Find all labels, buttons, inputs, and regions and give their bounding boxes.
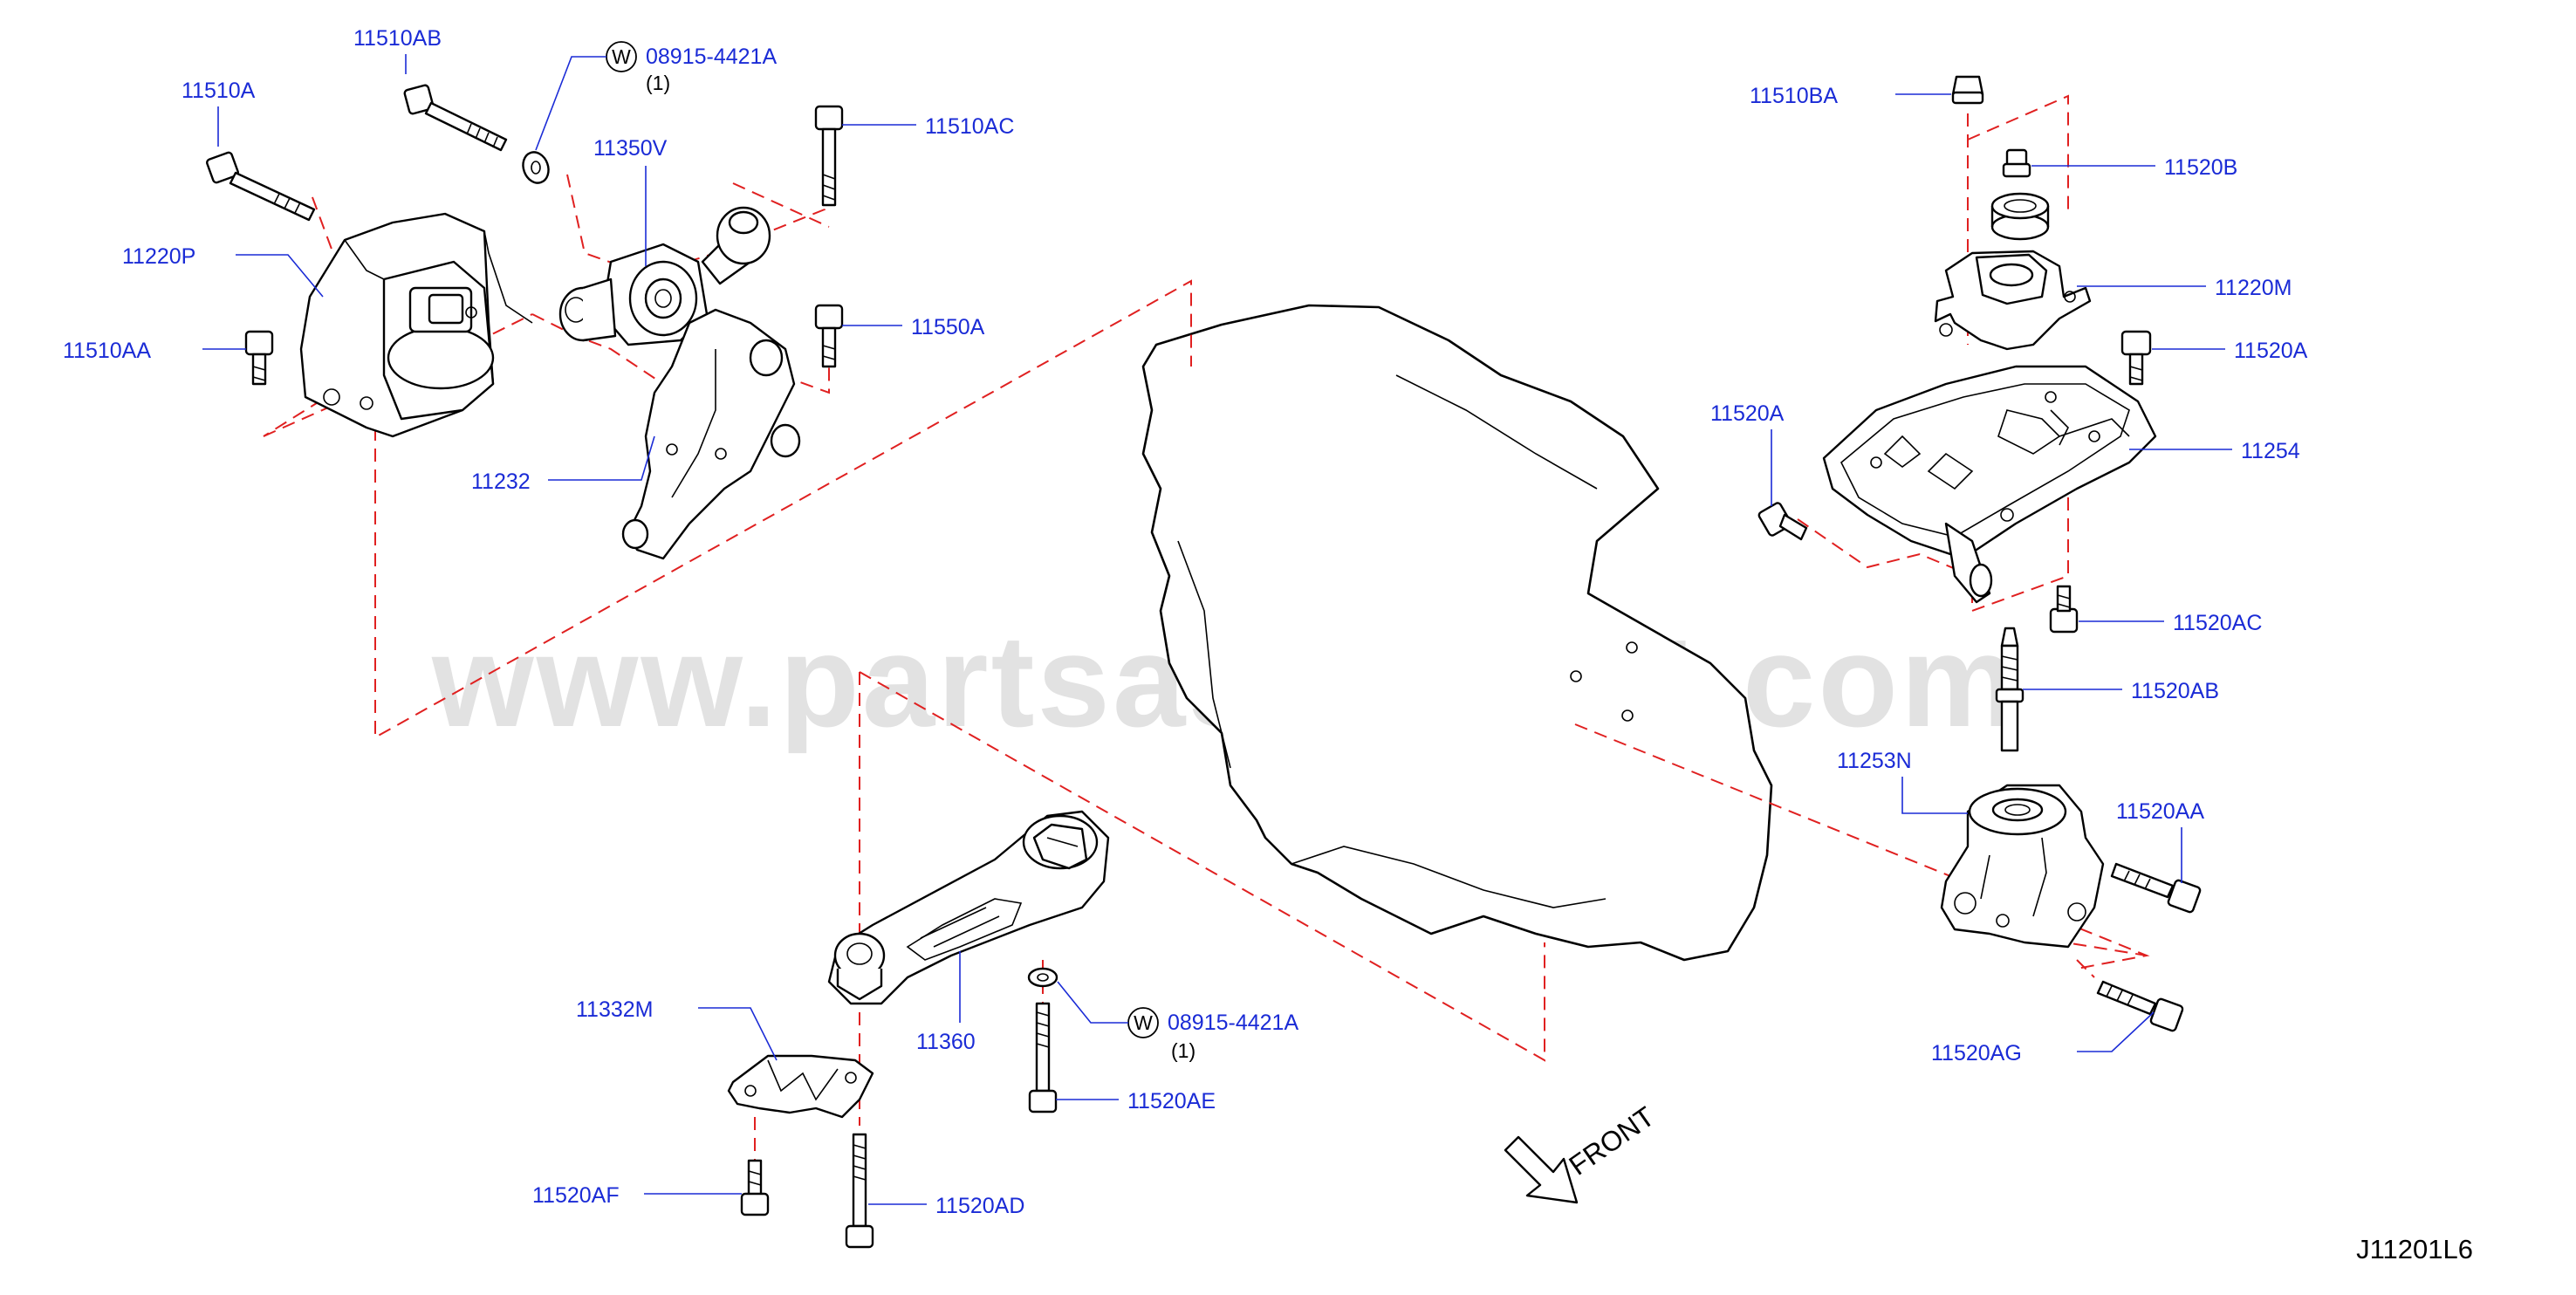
part-washer-08915-bottom [1027,967,1058,988]
washer-symbol-text: W [612,45,631,68]
label-11520b: 11520B [2164,155,2237,180]
label-11332m: 11332M [576,997,654,1022]
part-11550a-bolt [814,304,844,368]
part-11350v-mount [558,206,771,346]
label-11510aa: 11510AA [63,339,151,363]
part-11520a-right-bolt [2120,330,2152,386]
label-11520aa: 11520AA [2116,799,2204,824]
label-11360: 11360 [916,1030,976,1054]
label-11520af: 11520AF [532,1183,620,1208]
right-callouts: 11510BA 11520B 11220M 11520A 11520A 1125… [1710,84,2308,1065]
label-11510ac: 11510AC [925,114,1014,139]
part-11520ag-bolt [2096,980,2184,1032]
part-11510ba-nut [1951,75,1984,105]
part-11360-torque-rod [827,810,1110,1005]
part-11520ae-bolt [1028,1002,1058,1113]
label-11220m: 11220M [2215,276,2292,300]
label-11232: 11232 [471,469,531,494]
washer-symbol-text-bottom: W [1134,1011,1153,1034]
part-11520b-cap [2002,148,2031,178]
part-11510aa-bolt [244,330,274,386]
label-08915-top: 08915-4421A [646,45,777,69]
part-11510ac-bolt [814,105,844,207]
label-11520a-right: 11520A [2234,339,2308,363]
label-11220p: 11220P [122,244,195,269]
label-11520ae: 11520AE [1127,1089,1216,1113]
label-11510ab: 11510AB [353,26,442,51]
part-11332m-bracket [727,1054,874,1119]
qty-top: (1) [646,72,670,94]
qty-bottom: (1) [1171,1039,1196,1062]
label-11350v: 11350V [593,136,668,161]
label-11253n: 11253N [1837,749,1912,773]
part-11520aa-bolt [2110,862,2202,914]
part-11232-bracket [621,308,801,560]
label-11520ac: 11520AC [2173,611,2262,635]
label-11550a: 11550A [911,315,985,339]
part-11520ac-bolt [2049,585,2079,634]
part-11220m-mount [1934,250,2092,351]
bottom-callouts: 11332M 11360 W 08915-4421A (1) 11520AE 1… [532,951,1298,1218]
engine-block [1141,304,1773,962]
figure-code: J11201L6 [2356,1234,2473,1264]
part-11520ad-bolt [845,1133,874,1249]
front-arrow-icon [1504,1135,1579,1204]
part-11520ab-stud [1995,627,2024,752]
left-callouts: 11510AB W 08915-4421A (1) 11510A 11510AC… [63,26,1014,494]
part-11520af-bolt [740,1159,770,1216]
part-11254-bracket [1822,365,2157,604]
front-label: FRONT [1563,1100,1660,1182]
label-11520ad: 11520AD [935,1194,1024,1218]
part-11510ab-bolt [403,84,508,152]
label-11520ab: 11520AB [2131,679,2219,703]
label-11520ag: 11520AG [1931,1041,2022,1065]
part-11253n-mount [1940,784,2105,949]
part-washer-08915-top [522,151,550,184]
part-bushing-ring [1990,192,2050,241]
label-11520a-left: 11520A [1710,401,1785,426]
label-11510a: 11510A [182,79,256,103]
label-11254: 11254 [2241,439,2300,463]
part-11520a-left-bolt [1757,502,1808,541]
part-11510a-bolt [206,151,316,222]
part-11220p-mount [299,212,533,438]
label-08915-bottom: 08915-4421A [1168,1011,1298,1035]
label-11510ba: 11510BA [1750,84,1838,108]
